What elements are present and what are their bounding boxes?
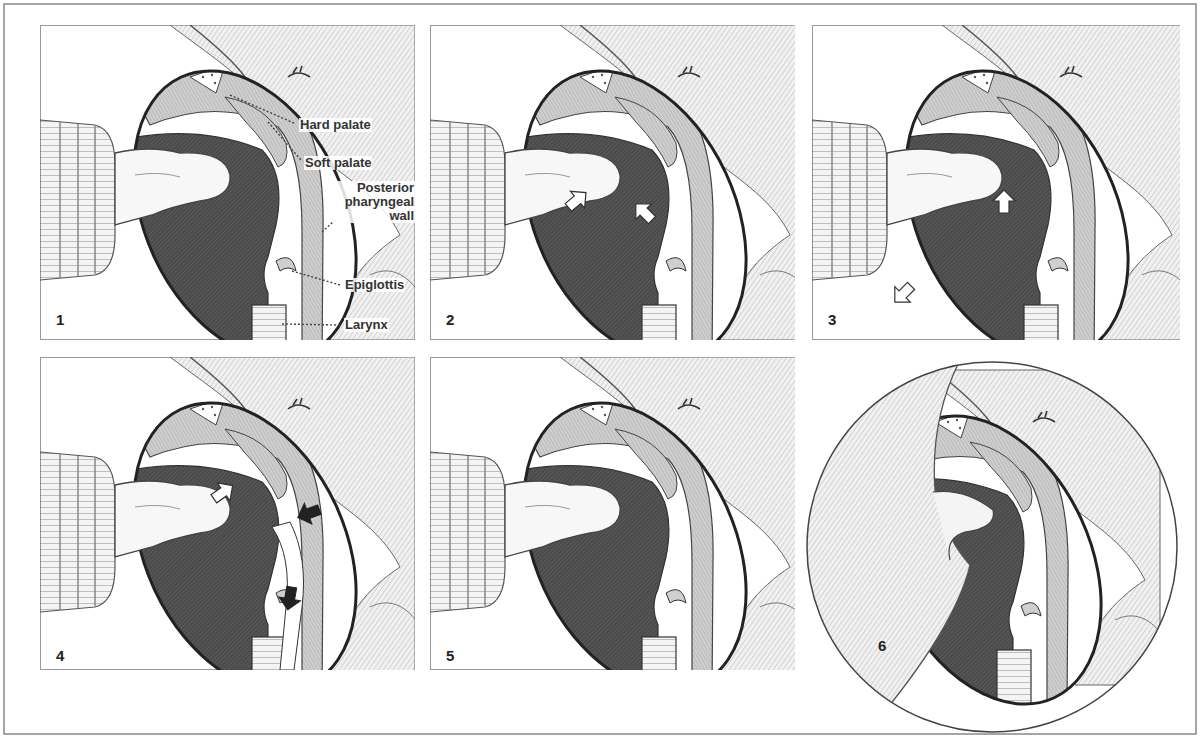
panel-number: 3 bbox=[828, 312, 836, 328]
panel-number: 1 bbox=[56, 312, 64, 328]
part-label: Larynx bbox=[344, 318, 389, 332]
feeding-panel bbox=[785, 360, 1185, 738]
panel-number: 2 bbox=[446, 312, 454, 328]
part-label: Soft palate bbox=[304, 156, 372, 170]
panel-number: 6 bbox=[878, 638, 886, 654]
part-label: Hard palate bbox=[299, 118, 372, 132]
panel-number: 5 bbox=[446, 648, 454, 664]
part-label: Epiglottis bbox=[344, 278, 405, 292]
feeding-panel bbox=[430, 357, 830, 738]
part-label: Posterior pharyngeal wall bbox=[333, 181, 415, 223]
panel-number: 4 bbox=[56, 648, 64, 664]
feeding-panel bbox=[40, 357, 440, 738]
